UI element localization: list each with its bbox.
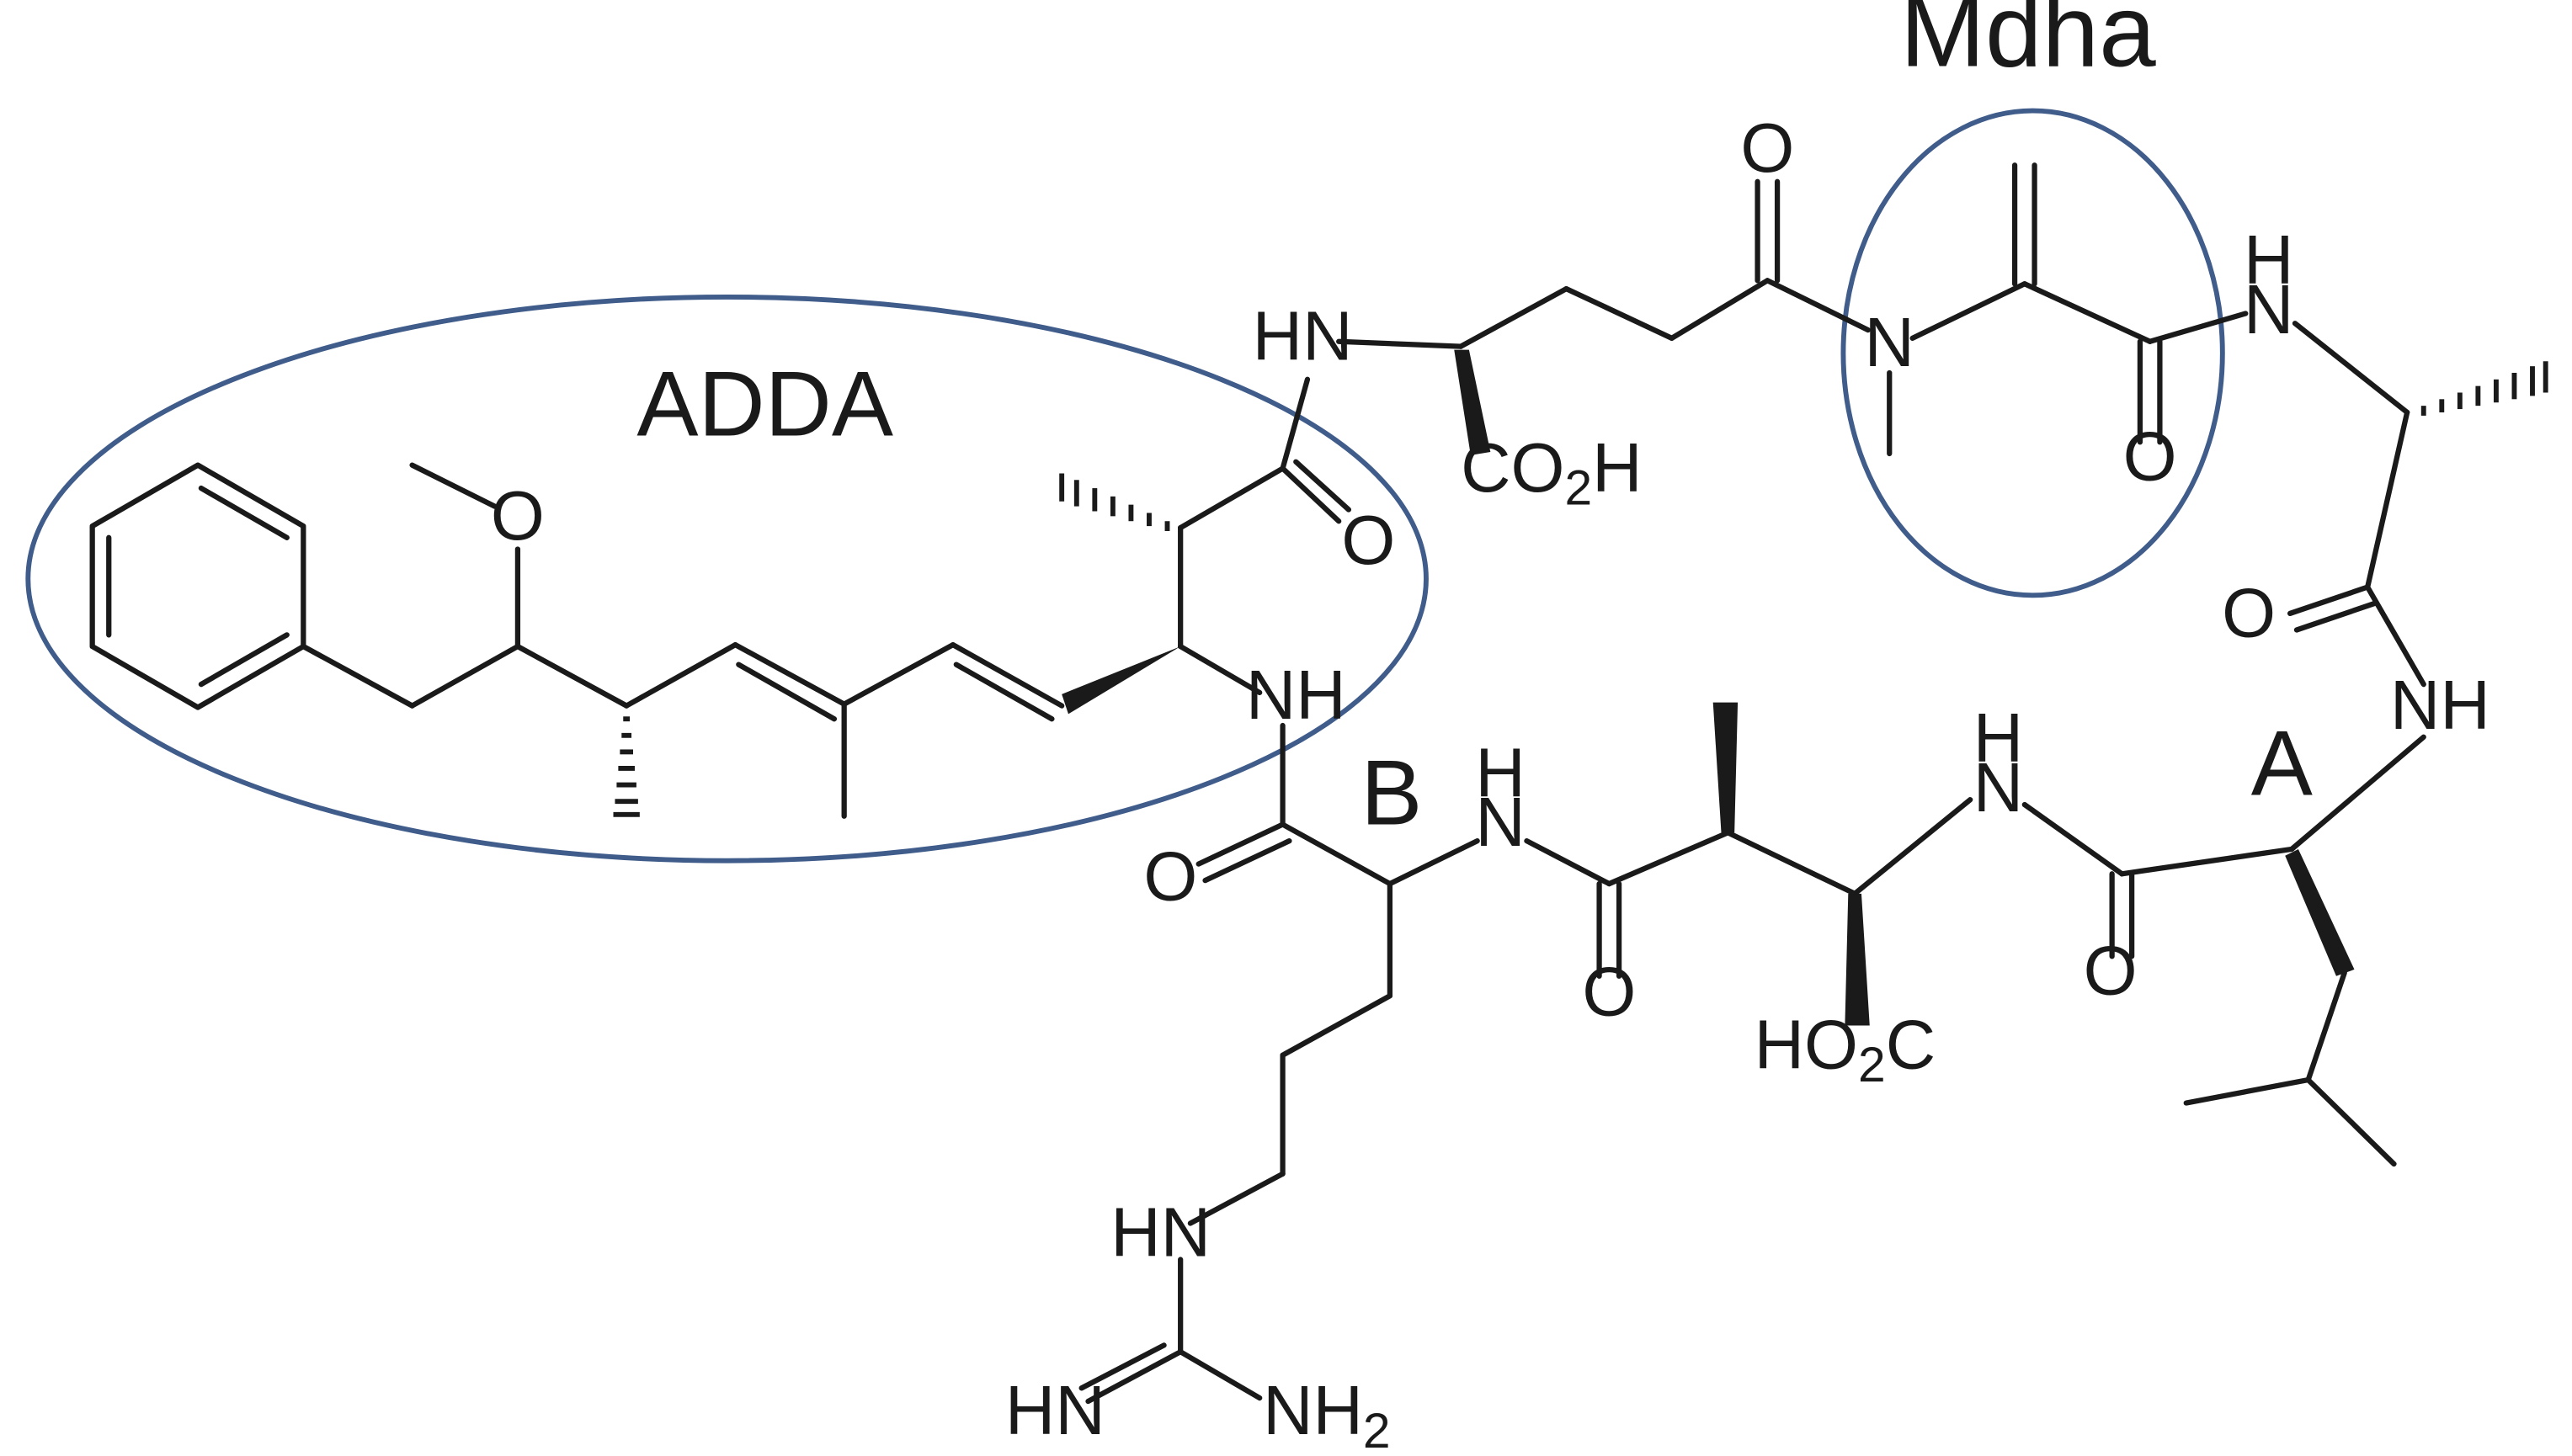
atom-glu-hn: HN <box>1253 298 1353 375</box>
atom-masp-nh-h: H <box>1973 700 2023 777</box>
atom-methoxy-oxygen: O <box>491 478 545 555</box>
mdha-residue <box>1887 162 2249 457</box>
atom-mdha-carbonyl-oxygen: O <box>2123 418 2177 495</box>
atom-adda-nh: NH <box>1246 657 1346 734</box>
hashed-methyl-bond <box>1059 473 1170 531</box>
adda-label: ADDA <box>636 353 893 455</box>
atom-masp-ho2c: HO2C <box>1755 1007 1936 1092</box>
wedge-bond <box>2285 848 2355 976</box>
atom-mdha-nitrogen: N <box>1865 305 1914 381</box>
hashed-methyl-bond <box>2420 361 2548 416</box>
atom-masp-carbonyl-oxygen: O <box>1582 954 1636 1031</box>
atom-masp-nh-n: N <box>1973 750 2023 826</box>
atom-guanidine-nh2: NH2 <box>1263 1373 1390 1456</box>
wedge-bond <box>1454 349 1491 455</box>
mdha-region-outline <box>1840 108 2225 598</box>
adda-chain <box>301 376 1352 819</box>
alanine-residue <box>2287 321 2548 688</box>
atom-ala-nh-n: N <box>2244 272 2293 348</box>
atom-arg-nh-h: H <box>1475 735 1525 811</box>
wedge-bond <box>1845 893 1870 1026</box>
atom-guanidine-hn: HN <box>1110 1195 1211 1272</box>
adda-region-outline <box>25 294 1429 864</box>
atom-ala-nh-h: H <box>2244 222 2293 299</box>
atom-leu-carbonyl-oxygen: O <box>2084 933 2138 1009</box>
atom-glu-co2h: CO2H <box>1461 430 1642 516</box>
atom-leu-nh: NH <box>2390 667 2490 744</box>
methylaspartate-residue <box>1524 702 1973 1026</box>
atom-arg-nh-n: N <box>1475 784 1525 861</box>
leucine-residue <box>2021 734 2426 1167</box>
residue-marker-a: A <box>2251 712 2313 815</box>
atom-ala-carbonyl-oxygen: O <box>2222 575 2276 651</box>
glutamate-residue <box>1336 178 1871 455</box>
atom-adda-carbonyl-oxygen: O <box>1341 502 1395 579</box>
atom-guanidine-imine-hn: HN <box>1005 1373 1105 1449</box>
wedge-bond <box>1062 646 1181 715</box>
arginine-residue <box>1078 722 1480 1405</box>
mdha-label: Mdha <box>1900 0 2156 88</box>
atom-arg-carbonyl-oxygen: O <box>1143 839 1197 916</box>
wedge-bond <box>1712 702 1739 833</box>
phenyl-ring <box>89 462 306 710</box>
atom-glu-carbonyl-oxygen: O <box>1740 110 1794 187</box>
hashed-methyl-bond <box>613 716 640 817</box>
residue-marker-b: B <box>1361 742 1422 845</box>
